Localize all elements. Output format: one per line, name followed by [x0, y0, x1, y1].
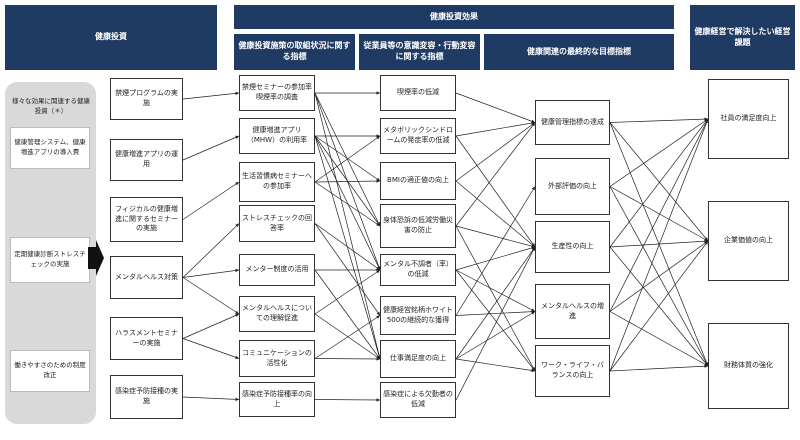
connector-arrow: [609, 122, 709, 242]
initiative-indicator-box: 禁煙セミナーの参加率喫煙率の調査: [239, 75, 315, 111]
connector-arrow: [455, 121, 536, 137]
big-arrow-icon: [88, 240, 104, 276]
connector-arrow: [314, 135, 381, 182]
initiative-indicator-box: 健康増進アプリ（MHW）の利用率: [239, 118, 315, 154]
initiative-box: 感染症予防接種の実施: [110, 375, 183, 419]
initiative-indicator-box: ストレスチェックの回答率: [239, 205, 315, 242]
connector-arrow: [314, 313, 381, 360]
header-indicator-initiative: 健康投資施策の取組状況に関する指標: [234, 34, 355, 70]
connector-arrow: [609, 118, 709, 248]
connector-arrow: [314, 135, 381, 227]
header-indicator-behavior: 従業員等の意識変容・行動変容に関する指標: [359, 34, 480, 70]
initiative-indicator-box: メンター制度の活用: [239, 254, 315, 286]
connector-arrow: [314, 315, 381, 359]
connector-arrow: [314, 181, 381, 227]
connector-arrow: [182, 135, 240, 161]
final-indicator-box: メンタルヘルスの増進: [535, 284, 610, 339]
left-item-checkup: 定期健康診断ストレスチェックの実施: [10, 237, 90, 283]
connector-arrow: [314, 135, 381, 360]
initiative-box: 健康増進アプリの運用: [110, 139, 183, 181]
header-investment: 健康投資: [5, 5, 217, 70]
final-indicator-box: 健康管理指標の達成: [535, 100, 610, 145]
header-indicator-final: 健康関連の最終的な目標指標: [484, 34, 674, 70]
initiative-box: フィジカルの健康増進に関するセミナーの実施: [110, 197, 183, 242]
behavior-indicator-box: メタボリックシンドロームの発症率の低減: [380, 118, 456, 154]
connector-arrow: [455, 180, 536, 248]
connector-arrow: [314, 135, 381, 271]
connector-arrow: [455, 269, 536, 372]
behavior-indicator-box: 健康経営銘柄ホワイト500の継続的な獲得: [380, 296, 456, 335]
connector-arrow: [182, 313, 240, 339]
connector-arrow: [455, 246, 536, 271]
connector-arrow: [455, 309, 536, 316]
connector-arrow: [455, 225, 536, 248]
initiative-indicator-box: コミュニケーションの活性化: [239, 340, 315, 377]
connector-arrow: [314, 269, 381, 315]
connector-arrow: [455, 92, 536, 123]
connector-arrow: [455, 186, 536, 316]
connector-arrow: [609, 117, 709, 123]
connector-arrow: [182, 181, 240, 220]
connector-arrow: [455, 122, 536, 182]
connector-arrow: [455, 246, 536, 401]
connector-arrow: [609, 240, 709, 312]
connector-arrow: [182, 338, 240, 359]
connector-arrow: [455, 225, 536, 372]
management-issue-box: 社員の満足度向上: [708, 79, 789, 159]
connector-arrow: [314, 398, 381, 402]
management-issue-box: 財務体質の強化: [708, 323, 789, 409]
connector-arrow: [455, 311, 536, 360]
header-management-issues: 健康経営で解決したい経営課題: [690, 5, 795, 70]
connector-arrow: [314, 223, 381, 316]
initiative-indicator-box: 生活習慣病セミナーへの参加率: [239, 162, 315, 202]
initiative-box: メンタルヘルス対策: [110, 256, 183, 299]
connector-arrow: [182, 223, 240, 278]
behavior-indicator-box: 喫煙率の低減: [380, 75, 456, 111]
final-indicator-box: 外部評価の向上: [535, 158, 610, 215]
connector-arrow: [609, 186, 709, 242]
connector-arrow: [314, 92, 381, 227]
behavior-indicator-box: メンタル不調者（率）の低減: [380, 254, 456, 286]
left-item-workstyle: 働きやすさのための制度改正: [10, 350, 90, 392]
connector-arrow: [609, 118, 709, 187]
management-issue-box: 企業価値の向上: [708, 201, 789, 281]
header-effect: 健康投資効果: [234, 5, 674, 29]
initiative-box: 禁煙プログラムの実施: [110, 78, 183, 120]
connector-arrow: [182, 396, 240, 402]
connector-arrow: [609, 118, 709, 312]
connector-arrow: [455, 246, 536, 360]
behavior-indicator-box: BMIの適正値の向上: [380, 162, 456, 200]
initiative-box: ハラスメントセミナーの実施: [110, 317, 183, 360]
behavior-indicator-box: 仕事満足度の向上: [380, 340, 456, 378]
connector-arrow: [182, 277, 240, 315]
final-indicator-box: ワーク・ライフ・バランスの向上: [535, 345, 610, 397]
behavior-indicator-box: 身体恐訴の低減労働災害の防止: [380, 204, 456, 248]
connector-arrow: [609, 311, 709, 367]
final-indicator-box: 生産性の向上: [535, 221, 610, 273]
connector-arrow: [455, 135, 536, 248]
connector-arrow: [314, 135, 381, 183]
connector-arrow: [455, 358, 536, 373]
behavior-indicator-box: 感染症による欠勤者の低減: [380, 382, 456, 418]
left-panel-note: 様々な効果に関連する健康投資（＊）: [12, 97, 90, 115]
connector-arrow: [314, 179, 381, 183]
connector-arrow: [609, 364, 709, 372]
connector-arrow: [609, 118, 709, 372]
left-item-system: 健康管理システム、健康増進アプリの導入費: [10, 127, 90, 169]
initiative-indicator-box: 感染症予防接種率の向上: [239, 382, 315, 417]
connector-arrow: [609, 240, 709, 372]
connector-arrow: [455, 122, 536, 227]
connector-arrow: [182, 268, 240, 278]
connector-arrow: [314, 357, 381, 361]
connector-arrow: [314, 92, 381, 360]
connector-arrow: [455, 269, 536, 312]
connector-arrow: [182, 91, 240, 100]
connector-arrow: [314, 269, 381, 360]
initiative-indicator-box: メンタルヘルスについての理解促進: [239, 296, 315, 332]
connector-arrow: [314, 223, 381, 271]
connector-arrow: [609, 239, 709, 248]
